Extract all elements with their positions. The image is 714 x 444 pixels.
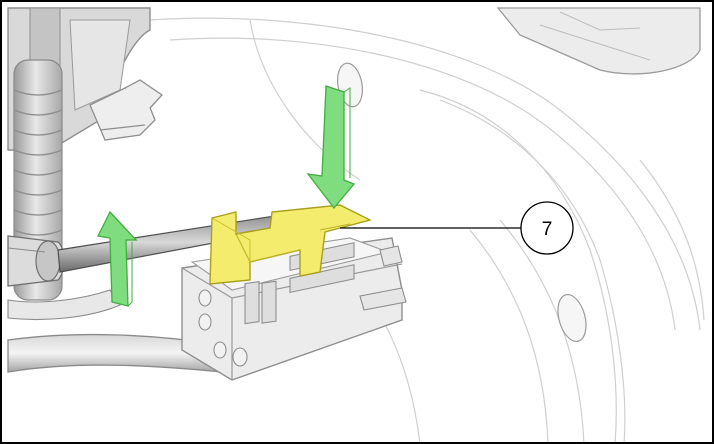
locking-latch: [209, 204, 372, 285]
callout-label: 7: [542, 219, 553, 240]
lift-up-arrow: [97, 210, 138, 307]
callout-circle: [520, 201, 574, 255]
callout-7: 7: [520, 201, 574, 255]
press-down-arrow: [306, 85, 356, 210]
top-right-bracket: [496, 7, 701, 75]
cable-bundle: [7, 289, 223, 373]
hose-clip: [89, 79, 163, 141]
